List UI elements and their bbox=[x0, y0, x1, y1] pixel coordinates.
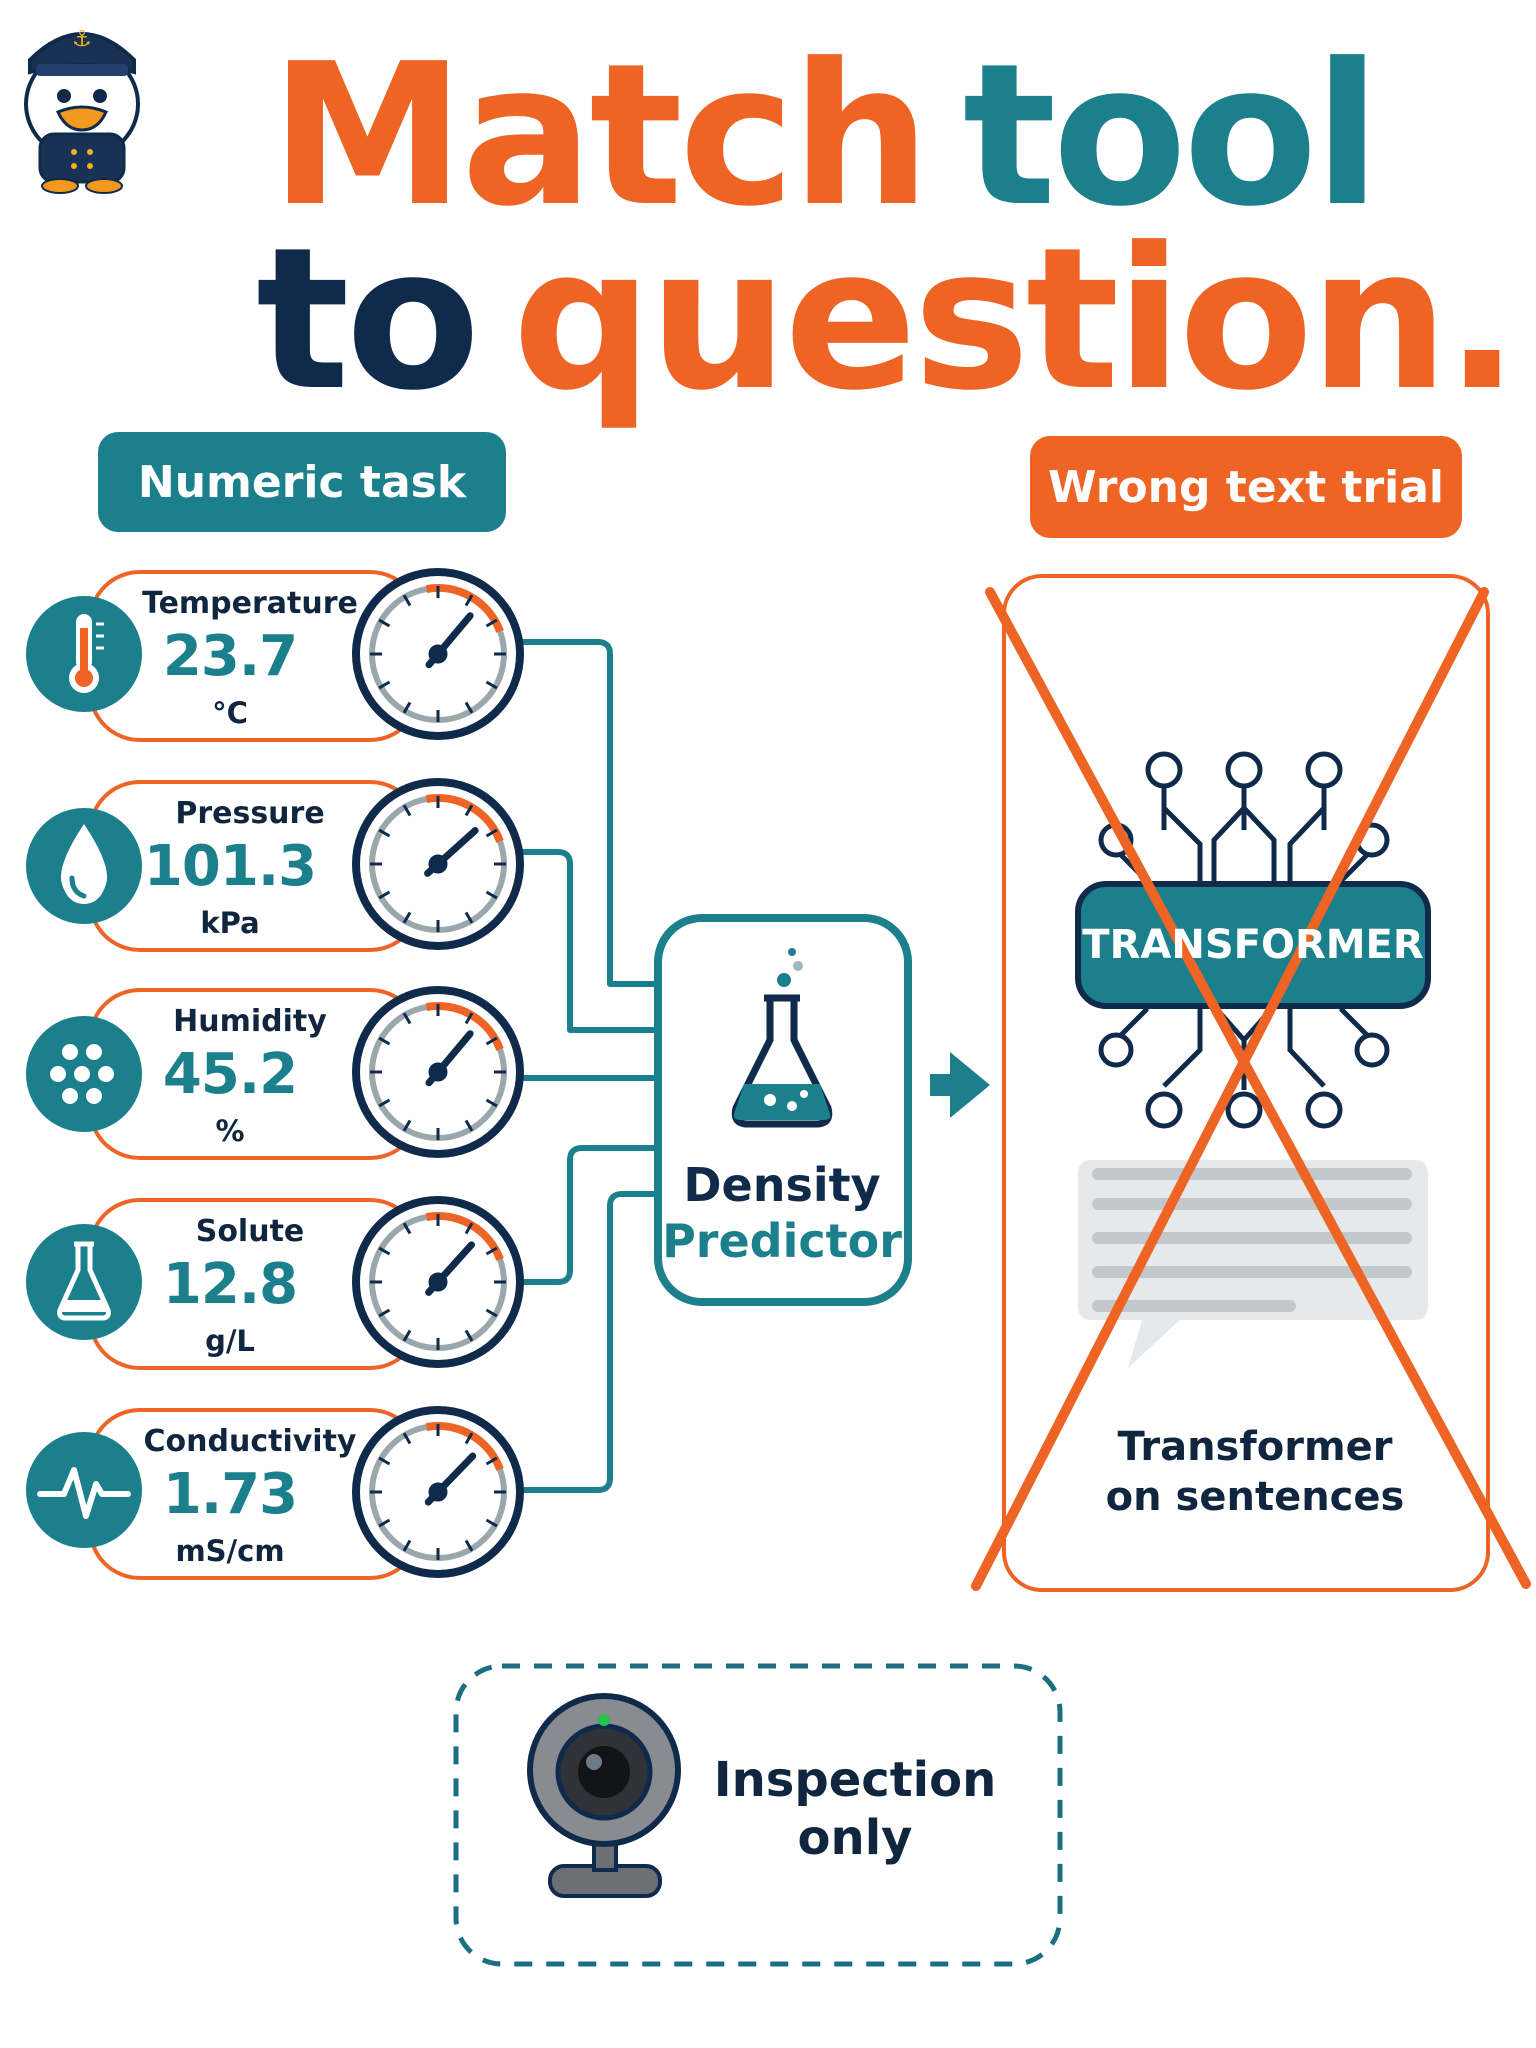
gauge-dial-icon bbox=[352, 778, 524, 950]
transformer-caption-line-2: on sentences bbox=[1105, 1474, 1405, 1520]
sensor-unit: mS/cm bbox=[175, 1534, 285, 1568]
density-predictor-box bbox=[654, 914, 912, 1306]
numeric-task-pill: Numeric task bbox=[98, 432, 506, 532]
sensor-value: 23.7 bbox=[162, 624, 298, 689]
numeric-task-label: Numeric task bbox=[137, 456, 467, 508]
sensor-label: Pressure bbox=[175, 796, 325, 831]
sensor-value: 101.3 bbox=[143, 834, 317, 899]
sensor-card-pressure bbox=[26, 780, 422, 952]
sensor-value: 1.73 bbox=[162, 1462, 298, 1527]
transformer-caption: Transformer on sentences bbox=[1060, 1422, 1450, 1522]
inspection-caption: Inspection only bbox=[700, 1752, 1010, 1867]
gauge-dial-icon bbox=[352, 568, 524, 740]
droplets-cluster-icon bbox=[50, 1044, 114, 1104]
sensor-card-humidity bbox=[26, 988, 422, 1160]
wrong-text-trial-pill: Wrong text trial bbox=[1030, 436, 1462, 538]
water-drop-icon bbox=[60, 824, 108, 904]
title-word-match: Match bbox=[270, 22, 931, 250]
erlenmeyer-flask-icon bbox=[731, 948, 833, 1128]
sensor-unit: kPa bbox=[200, 906, 260, 940]
thermometer-icon bbox=[69, 614, 104, 693]
wrong-text-trial-label: Wrong text trial bbox=[1047, 461, 1445, 513]
transformer-label: TRANSFORMER bbox=[1082, 922, 1424, 968]
duck-captain-mascot-icon: ⚓ bbox=[24, 27, 140, 194]
sensor-label: Conductivity bbox=[143, 1424, 357, 1459]
flask-icon bbox=[57, 1241, 111, 1321]
inspection-line-2: only bbox=[797, 1809, 913, 1866]
title-word-question: question. bbox=[512, 206, 1519, 434]
sensor-unit: g/L bbox=[205, 1324, 255, 1358]
connector-lines bbox=[522, 639, 658, 1493]
title-word-tool: tool bbox=[962, 22, 1381, 250]
gauge-dial-icon bbox=[352, 1406, 524, 1578]
sensor-label: Temperature bbox=[142, 586, 358, 621]
sensor-label: Solute bbox=[195, 1214, 305, 1249]
pulse-wave-icon bbox=[37, 1467, 131, 1519]
predictor-line-2: Predictor bbox=[662, 1214, 902, 1268]
sensor-unit: °C bbox=[212, 696, 248, 730]
svg-text:⚓: ⚓ bbox=[72, 27, 92, 52]
arrow-right-icon bbox=[930, 1052, 990, 1118]
inspection-line-1: Inspection bbox=[713, 1752, 997, 1808]
cross-out-x-icon bbox=[971, 587, 1531, 1591]
sensor-value: 45.2 bbox=[162, 1042, 298, 1107]
sensor-unit: % bbox=[215, 1114, 245, 1148]
gauge-dial-icon bbox=[352, 986, 524, 1158]
sensor-card-conductivity bbox=[26, 1408, 422, 1580]
transformer-caption-line-1: Transformer bbox=[1117, 1424, 1393, 1470]
sensor-label: Humidity bbox=[173, 1004, 327, 1039]
gauges bbox=[352, 568, 524, 1578]
gauge-dial-icon bbox=[352, 1196, 524, 1368]
sensor-value: 12.8 bbox=[162, 1252, 298, 1317]
webcam-icon bbox=[527, 1693, 681, 1898]
predictor-line-1: Density bbox=[683, 1158, 881, 1212]
title-word-to: to bbox=[256, 206, 480, 434]
